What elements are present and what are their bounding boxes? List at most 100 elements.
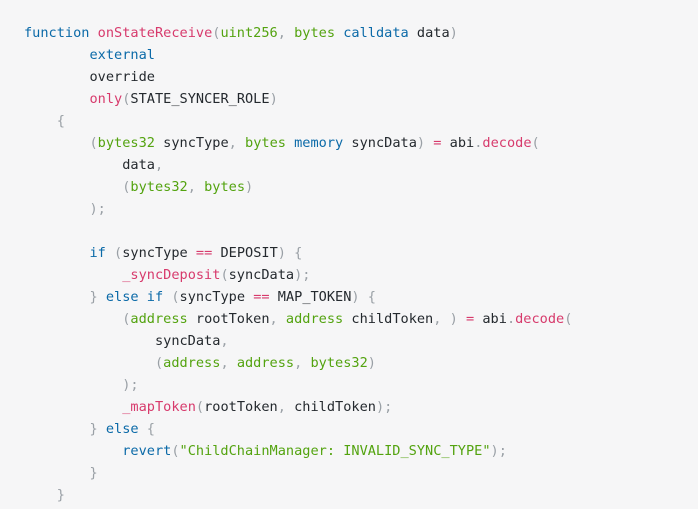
code-token: else xyxy=(105,421,139,437)
code-token: abi xyxy=(474,311,507,327)
code-token: , xyxy=(277,25,295,41)
code-token: ( xyxy=(220,267,229,283)
code-token: address xyxy=(285,311,344,327)
code-token: ) xyxy=(269,91,278,107)
code-token: == xyxy=(253,289,270,305)
code-token: DEPOSIT xyxy=(212,245,278,261)
code-line: (bytes32 syncType, bytes memory syncData… xyxy=(24,132,698,154)
code-token: ( xyxy=(212,25,221,41)
code-token: ); xyxy=(375,399,393,415)
code-token: external xyxy=(89,47,155,63)
code-token xyxy=(24,135,89,151)
code-line: function onStateReceive(uint256, bytes c… xyxy=(24,22,698,44)
code-token: memory xyxy=(294,135,344,151)
code-token: bytes xyxy=(294,25,336,41)
code-token: childToken xyxy=(294,399,376,415)
code-token: rootToken xyxy=(187,311,270,327)
code-token: , xyxy=(228,135,246,151)
code-token: , ) xyxy=(433,311,466,327)
code-line: only(STATE_SYNCER_ROLE) xyxy=(24,88,698,110)
code-token: data xyxy=(24,157,155,173)
code-token: syncData xyxy=(343,135,417,151)
code-line: { xyxy=(24,110,698,132)
code-token: ( xyxy=(171,443,180,459)
code-token: ) xyxy=(416,135,434,151)
code-line: } else { xyxy=(24,418,698,440)
code-token: _syncDeposit xyxy=(122,267,221,283)
code-token xyxy=(24,47,89,63)
code-line: if (syncType == DEPOSIT) { xyxy=(24,242,698,264)
code-token: ( xyxy=(531,135,540,151)
code-token: address xyxy=(130,311,188,327)
code-token: bytes32 xyxy=(130,179,188,195)
code-token: ( xyxy=(122,91,131,107)
code-token: "ChildChainManager: INVALID_SYNC_TYPE" xyxy=(179,443,491,459)
code-token: , xyxy=(154,157,164,173)
code-token xyxy=(24,179,122,195)
code-token: abi xyxy=(441,135,475,151)
code-token: revert xyxy=(122,443,172,459)
code-token xyxy=(286,135,294,151)
code-token: rootToken xyxy=(204,399,278,415)
code-token: { xyxy=(138,421,155,437)
code-token: , xyxy=(220,333,229,349)
code-token xyxy=(24,245,89,261)
code-token: syncData xyxy=(24,333,221,349)
code-token: syncType xyxy=(122,245,196,261)
code-token xyxy=(24,311,122,327)
code-token: ) xyxy=(449,25,458,41)
code-token: override xyxy=(24,69,155,85)
code-token: ( xyxy=(114,245,123,261)
code-token: } xyxy=(24,465,98,481)
code-token: = xyxy=(433,135,442,151)
code-token: , xyxy=(294,355,311,371)
code-token: , xyxy=(277,399,295,415)
code-token xyxy=(24,289,89,305)
code-line: _syncDeposit(syncData); xyxy=(24,264,698,286)
code-line: external xyxy=(24,44,698,66)
code-token: bytes32 xyxy=(310,355,368,371)
code-token xyxy=(24,267,122,283)
code-token: bytes xyxy=(204,179,245,195)
code-token: ( xyxy=(154,355,164,371)
code-token: } xyxy=(89,421,106,437)
code-token: childToken xyxy=(343,311,434,327)
code-token: uint256 xyxy=(220,25,278,41)
code-line: data, xyxy=(24,154,698,176)
code-line: } xyxy=(24,484,698,506)
code-token: ) { xyxy=(277,245,303,261)
code-line: } else if (syncType == MAP_TOKEN) { xyxy=(24,286,698,308)
code-token: decode xyxy=(482,135,532,151)
code-token: function xyxy=(24,25,98,41)
code-token: else if xyxy=(105,289,164,305)
code-token: onStateReceive xyxy=(97,25,213,41)
code-token: } xyxy=(89,289,106,305)
code-token: address xyxy=(163,355,221,371)
code-token: MAP_TOKEN xyxy=(269,289,352,305)
code-line: ); xyxy=(24,198,698,220)
code-token: address xyxy=(236,355,295,371)
code-token: ); xyxy=(490,443,507,459)
code-token: = xyxy=(466,311,475,327)
code-token: syncType xyxy=(154,135,229,151)
code-token: == xyxy=(195,245,213,261)
code-token: ); xyxy=(24,377,139,393)
code-token: ( xyxy=(195,399,205,415)
code-line: _mapToken(rootToken, childToken); xyxy=(24,396,698,418)
code-token: ); xyxy=(294,267,311,283)
code-line: } xyxy=(24,462,698,484)
code-token: calldata xyxy=(343,25,409,41)
code-lines: function onStateReceive(uint256, bytes c… xyxy=(24,22,698,506)
code-token: , xyxy=(269,311,286,327)
code-token: } xyxy=(24,487,65,503)
code-token: data xyxy=(408,25,450,41)
code-line: ); xyxy=(24,374,698,396)
code-token: ); xyxy=(24,201,106,217)
code-token: ) { xyxy=(351,289,376,305)
code-token: syncType xyxy=(179,289,254,305)
code-token: , xyxy=(187,179,205,195)
code-token: syncData xyxy=(228,267,295,283)
code-token: decode xyxy=(515,311,565,327)
code-line xyxy=(24,220,698,242)
